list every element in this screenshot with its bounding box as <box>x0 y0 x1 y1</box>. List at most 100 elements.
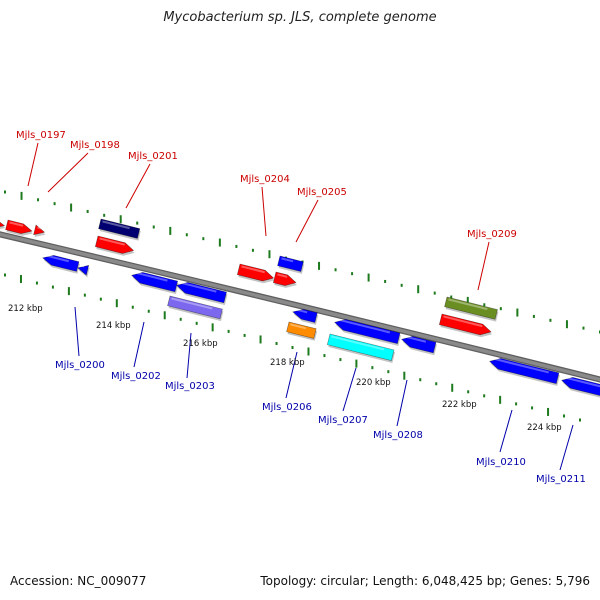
outer-tick-mark <box>20 191 23 200</box>
scale-label: 214 kbp <box>96 321 131 331</box>
inner-tick-mark <box>563 414 566 418</box>
label-leader <box>186 332 192 379</box>
outer-tick-mark <box>136 221 139 225</box>
inner-tick-mark <box>195 321 198 325</box>
inner-tick-mark <box>419 378 422 382</box>
inner-tick-mark <box>51 285 54 289</box>
inner-tick-mark <box>499 395 502 404</box>
inner-tick-mark <box>387 370 390 374</box>
reverse-gene-label: Mjls_0202 <box>111 371 161 382</box>
Mjls_0202-feature[interactable] <box>130 270 179 295</box>
forward-gene-label: Mjls_0201 <box>128 151 178 162</box>
inner-tick-mark <box>35 281 38 285</box>
inner-tick-mark <box>211 323 214 332</box>
forward-gene-label: Mjls_0197 <box>16 130 66 141</box>
Mjls_0204-feature[interactable] <box>236 263 277 286</box>
outer-tick-mark <box>532 314 535 318</box>
label-leader <box>133 321 145 368</box>
Mjls_0203a-feature[interactable] <box>175 280 228 306</box>
Mjls_0209r-feature[interactable] <box>438 313 494 340</box>
inner-tick-mark <box>435 382 438 386</box>
reverse-gene-label: Mjls_0211 <box>536 474 586 485</box>
Mjls_0205b-feature[interactable] <box>277 255 305 274</box>
outer-tick-mark <box>351 272 354 276</box>
outer-tick-mark <box>549 318 552 322</box>
Mjls_0207b-feature[interactable] <box>333 317 402 346</box>
outer-tick-mark <box>103 213 106 217</box>
scale-label: 216 kbp <box>183 339 218 349</box>
outer-tick-mark <box>235 244 238 248</box>
outer-tick-mark <box>450 295 453 299</box>
outer-tick-mark <box>152 225 155 229</box>
inner-tick-mark <box>323 354 326 358</box>
inner-tick-mark <box>355 359 358 368</box>
inner-tick-mark <box>403 371 406 380</box>
inner-tick-mark <box>19 275 22 284</box>
Mjls_0198-feature[interactable] <box>33 224 47 239</box>
outer-tick-mark <box>318 261 321 270</box>
label-leader <box>27 142 39 187</box>
Mjls_0206o-feature[interactable] <box>286 321 318 341</box>
label-leader <box>74 306 80 357</box>
outer-tick-mark <box>86 209 89 213</box>
inner-tick-mark <box>227 329 230 333</box>
inner-tick-mark <box>547 407 550 416</box>
Mjls_0206-feature[interactable] <box>291 307 319 325</box>
forward-gene-label: Mjls_0209 <box>467 229 517 240</box>
reverse-gene-label: Mjls_0200 <box>55 360 105 371</box>
outer-tick-mark <box>251 248 254 252</box>
Mjls_0200b-feature[interactable] <box>76 263 90 278</box>
forward-gene-label: Mjls_0204 <box>240 174 290 185</box>
map-title: Mycobacterium sp. JLS, complete genome <box>163 10 437 25</box>
Mjls_0197-feature[interactable] <box>5 219 35 238</box>
outer-tick-mark <box>334 268 337 272</box>
outer-tick-mark <box>433 291 436 295</box>
outer-tick-mark <box>400 283 403 287</box>
outer-tick-mark <box>417 285 420 294</box>
inner-tick-mark <box>339 358 342 362</box>
Mjls_0201-feature[interactable] <box>98 218 141 241</box>
inner-tick-mark <box>579 418 581 422</box>
label-leader <box>342 367 357 412</box>
outer-tick-mark <box>499 307 502 311</box>
inner-tick-mark <box>115 299 118 308</box>
outer-tick-mark <box>70 203 73 212</box>
Mjls_0209-feature[interactable] <box>444 296 499 322</box>
label-leader <box>477 241 490 291</box>
inner-tick-mark <box>243 333 246 337</box>
outer-tick-mark <box>565 320 568 329</box>
reverse-gene-label: Mjls_0208 <box>373 430 423 441</box>
Mjls_0210-feature[interactable] <box>488 356 561 386</box>
reverse-gene-label: Mjls_0207 <box>318 415 368 426</box>
inner-tick-mark <box>259 335 262 344</box>
Mjls_0203-feature[interactable] <box>167 295 224 322</box>
Mjls_0208-feature[interactable] <box>400 334 438 356</box>
Mjls_0200-feature[interactable] <box>41 253 80 274</box>
Mjls_0211-feature[interactable] <box>560 375 600 401</box>
outer-tick-mark <box>119 215 122 224</box>
accession-text: Accession: NC_009077 <box>10 574 147 588</box>
Mjls_0207-feature[interactable] <box>326 333 396 363</box>
dna-backbone <box>0 232 600 382</box>
label-leader <box>125 163 151 209</box>
label-leader <box>499 409 513 453</box>
reverse-gene-label: Mjls_0203 <box>165 381 215 392</box>
inner-tick-mark <box>179 317 182 321</box>
Mjls_0201-red-feature[interactable] <box>94 235 136 258</box>
scale-label: 212 kbp <box>8 304 43 314</box>
outer-tick-mark <box>218 238 221 247</box>
outer-tick-mark <box>185 233 188 237</box>
inner-tick-mark <box>451 383 454 392</box>
inner-tick-mark <box>515 402 518 406</box>
outer-tick-mark <box>466 296 469 305</box>
outer-tick-mark <box>37 198 40 202</box>
reverse-gene-label: Mjls_0210 <box>476 457 526 468</box>
outer-tick-mark <box>268 250 271 259</box>
inner-tick-mark <box>291 346 294 349</box>
gene-fragment-left-feature[interactable] <box>0 217 7 232</box>
label-leader <box>47 152 89 193</box>
outer-tick-mark <box>169 226 172 235</box>
Mjls_0205-feature[interactable] <box>272 271 299 290</box>
